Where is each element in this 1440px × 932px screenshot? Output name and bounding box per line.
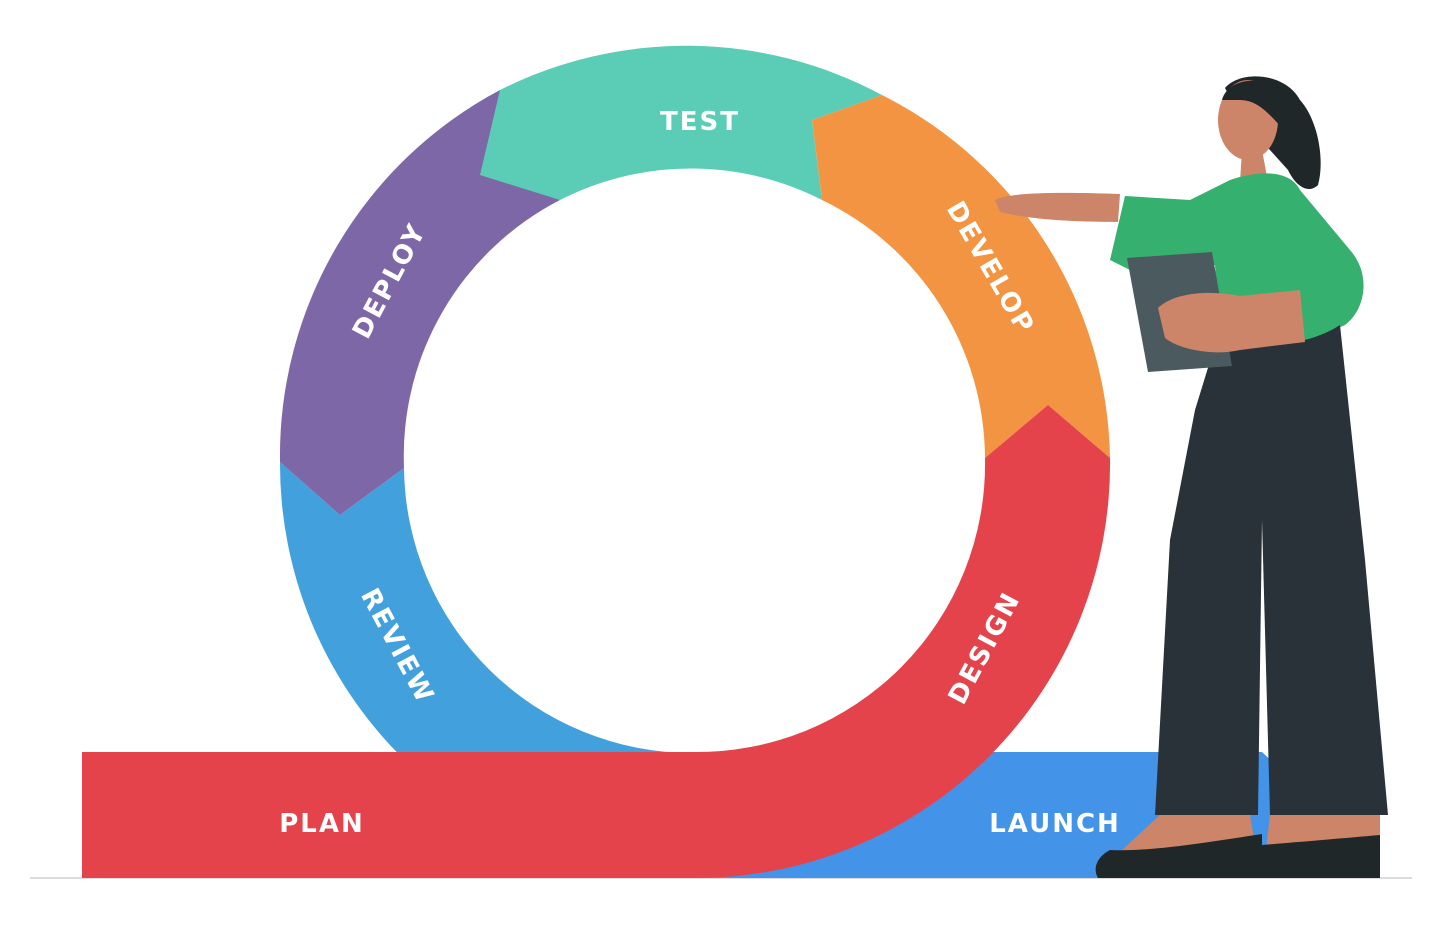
stage-design-segment: [82, 405, 1111, 879]
left-shoe-shape: [1095, 834, 1262, 878]
hand-shape: [1158, 290, 1305, 353]
stage-label-plan: PLAN: [279, 809, 365, 839]
stage-label-launch: LAUNCH: [989, 809, 1121, 839]
hair-front-shape: [1222, 80, 1285, 128]
woman-presenting-icon: [995, 76, 1388, 878]
stage-test-segment: [480, 45, 882, 200]
reaching-arm-shape: [995, 192, 1120, 222]
pants-shape: [1155, 325, 1388, 815]
stage-label-test: TEST: [660, 107, 740, 137]
stage-deploy-segment: [279, 90, 560, 515]
stage-develop-segment: [812, 95, 1110, 458]
right-shoe-shape: [1239, 835, 1380, 878]
